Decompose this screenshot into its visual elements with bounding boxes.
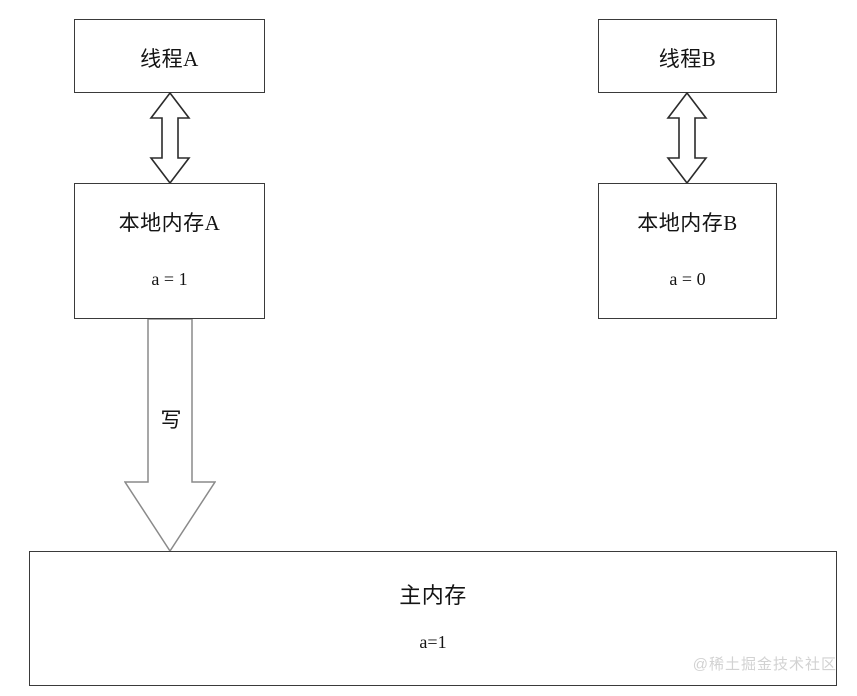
local-memory-a-box: 本地内存A a = 1	[74, 183, 265, 319]
watermark: @稀土掘金技术社区	[692, 656, 837, 673]
local-memory-a-label: 本地内存A	[118, 211, 221, 235]
thread-b-box: 线程B	[598, 19, 777, 93]
main-memory-box: 主内存 a=1	[29, 551, 837, 686]
double-arrow-icon-thread-a	[148, 91, 192, 185]
main-memory-label: 主内存	[399, 583, 467, 608]
main-memory-value: a=1	[419, 632, 447, 652]
double-arrow-icon-thread-b	[665, 91, 709, 185]
local-memory-b-box: 本地内存B a = 0	[598, 183, 777, 319]
thread-a-label: 线程A	[140, 47, 199, 71]
write-arrow-label: 写	[160, 408, 182, 432]
local-memory-a-value: a = 1	[151, 269, 188, 289]
write-arrow-icon	[123, 318, 217, 553]
thread-b-label: 线程B	[658, 47, 717, 71]
local-memory-b-value: a = 0	[669, 269, 706, 289]
local-memory-b-label: 本地内存B	[637, 211, 738, 235]
thread-a-box: 线程A	[74, 19, 265, 93]
